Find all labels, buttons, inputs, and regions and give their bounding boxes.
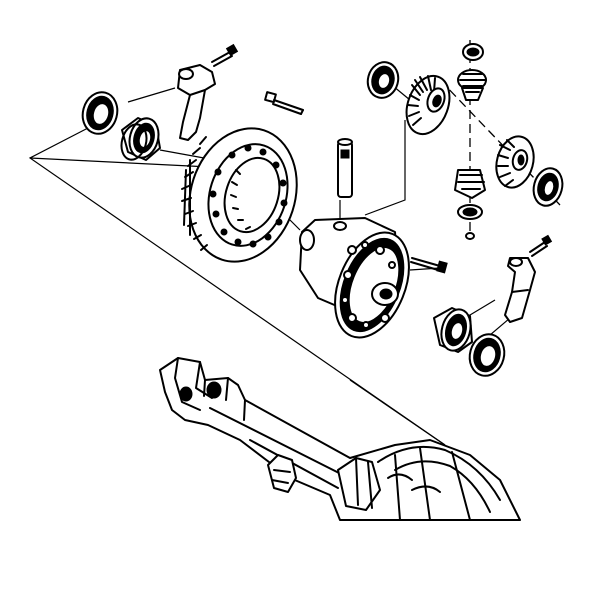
bearing-left [120, 117, 161, 161]
side-gear-right [495, 135, 564, 207]
bearing-cap-lower-right [504, 257, 536, 323]
bearing-right [433, 307, 473, 353]
differential-case [299, 217, 410, 339]
bearing-cap-upper-left [177, 64, 216, 141]
cap-bolt-upper-left [211, 43, 239, 67]
seal-ring-left [81, 91, 119, 135]
side-gear-top [405, 74, 451, 136]
pinion-gear-bottom [454, 169, 486, 240]
leader-lines [28, 40, 561, 446]
thrust-washer-top [366, 61, 400, 99]
ring-gear-bolt-holes [209, 144, 288, 248]
pinion-gear-top [457, 43, 487, 101]
axle-housing [159, 357, 521, 521]
pinion-shaft [337, 138, 353, 198]
cap-bolt-lower-right [529, 234, 553, 257]
seal-ring-right [468, 333, 506, 377]
ring-gear [181, 127, 298, 263]
case-bolt [410, 257, 448, 274]
ring-gear-bolt [264, 91, 304, 115]
